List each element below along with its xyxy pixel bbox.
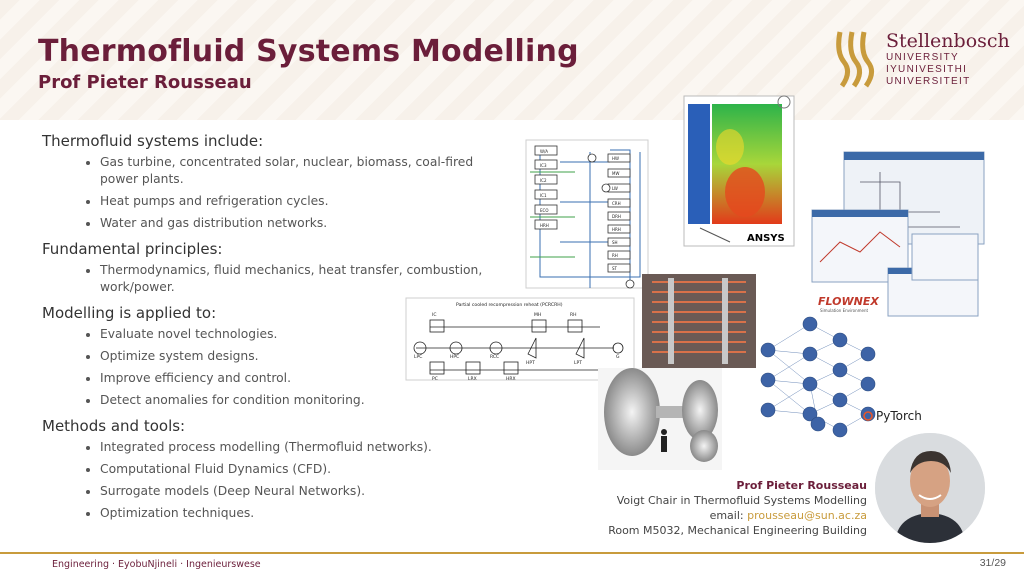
bullet-content: Thermofluid systems include: Gas turbine… [42, 128, 512, 530]
logo-line-1: UNIVERSITY [886, 52, 960, 63]
bullet-item: Evaluate novel technologies. [100, 326, 512, 343]
heat-exchanger-photo [642, 274, 756, 368]
logo-line-2: IYUNIVESITHI [886, 64, 968, 75]
illustration-collage: W/A IC3 IC2 IC1 ECO HRH HW MW LW CRH DRH… [405, 95, 985, 470]
flownex-logo-text: FLOWNEX [818, 295, 879, 308]
cycle-label: LRX [468, 376, 477, 382]
network-label: ECO [540, 208, 548, 213]
cycle-label: LPC [414, 354, 422, 360]
cfd-boiler-image: ANSYS [683, 95, 795, 247]
profile-photo [875, 433, 985, 543]
network-label: DRH [612, 214, 621, 219]
ansys-logo-text: ANSYS [747, 233, 785, 244]
flow-network-diagram: W/A IC3 IC2 IC1 ECO HRH HW MW LW CRH DRH… [525, 139, 649, 289]
contact-room: Room M5032, Mechanical Engineering Build… [608, 524, 867, 537]
cycle-label: IC [432, 312, 436, 318]
bullet-item: Thermodynamics, fluid mechanics, heat tr… [100, 262, 512, 296]
flownex-sub-text: Simulation Environment [820, 308, 869, 313]
network-label: SH [612, 240, 618, 245]
neural-network-diagram: PyTorch [760, 316, 922, 438]
cycle-label: PC [432, 376, 438, 382]
cycle-label: G [616, 354, 620, 360]
university-crest-icon [836, 31, 874, 88]
cycle-label: MH [534, 312, 541, 318]
network-label: ST [612, 266, 618, 271]
footer-text: Engineering · EyobuNjineli · Ingenieursw… [52, 559, 261, 570]
bullet-item: Heat pumps and refrigeration cycles. [100, 193, 512, 210]
contact-email-line: email: prousseau@sun.ac.za [608, 508, 867, 523]
cycle-label: RCC [490, 354, 499, 360]
contact-email-link[interactable]: prousseau@sun.ac.za [747, 509, 867, 522]
network-label: IC1 [540, 193, 547, 198]
network-label: RH [612, 253, 618, 258]
bullet-item: Gas turbine, concentrated solar, nuclear… [100, 154, 512, 188]
bullet-item: Integrated process modelling (Thermoflui… [100, 439, 512, 456]
page-number: 31/29 [979, 557, 1006, 569]
network-label: IC3 [540, 163, 547, 168]
slide-subtitle: Prof Pieter Rousseau [38, 72, 252, 93]
cycle-caption: Partial cooled recompression reheat (PCR… [456, 302, 563, 308]
turbine-rotor-image [598, 368, 722, 470]
bullet-item: Detect anomalies for condition monitorin… [100, 392, 512, 409]
person-avatar-icon [875, 433, 985, 543]
network-label: CRH [612, 201, 621, 206]
cycle-label: LPT [574, 360, 582, 366]
section-heading: Thermofluid systems include: [42, 132, 264, 150]
logo-line-3: UNIVERSITEIT [886, 76, 971, 87]
bullet-item: Computational Fluid Dynamics (CFD). [100, 461, 512, 478]
bullet-list: Evaluate novel technologies. Optimize sy… [42, 326, 512, 409]
network-label: LW [612, 186, 618, 191]
section-heading: Modelling is applied to: [42, 304, 217, 322]
slide-title: Thermofluid Systems Modelling [38, 34, 579, 69]
network-label: W/A [540, 149, 548, 154]
cycle-schematic: Partial cooled recompression reheat (PCR… [405, 297, 635, 382]
pytorch-flame-icon [863, 411, 873, 421]
network-label: HW [612, 156, 619, 161]
network-label: HRH [612, 227, 621, 232]
bullet-list: Integrated process modelling (Thermoflui… [42, 439, 512, 522]
cycle-label: HPC [450, 354, 459, 360]
pytorch-logo-text: PyTorch [876, 409, 922, 423]
bullet-item: Water and gas distribution networks. [100, 215, 512, 232]
cycle-label: HPT [526, 360, 535, 366]
footer-divider [0, 552, 1024, 554]
section-heading: Methods and tools: [42, 417, 186, 435]
bullet-list: Thermodynamics, fluid mechanics, heat tr… [42, 262, 512, 296]
section-heading: Fundamental principles: [42, 240, 223, 258]
cycle-label: RH [570, 312, 577, 318]
contact-email-label: email: [709, 509, 748, 522]
university-logo: Stellenbosch UNIVERSITY IYUNIVESITHI UNI… [834, 28, 1010, 92]
contact-name: Prof Pieter Rousseau [736, 479, 867, 492]
bullet-item: Optimization techniques. [100, 505, 512, 522]
logo-name: Stellenbosch [886, 30, 1010, 52]
flownex-screenshots: FLOWNEX Simulation Environment [811, 151, 985, 317]
bullet-item: Improve efficiency and control. [100, 370, 512, 387]
network-label: HRH [540, 223, 549, 228]
bullet-item: Optimize system designs. [100, 348, 512, 365]
bullet-item: Surrogate models (Deep Neural Networks). [100, 483, 512, 500]
bullet-list: Gas turbine, concentrated solar, nuclear… [42, 154, 512, 232]
cycle-label: HRX [506, 376, 516, 382]
contact-position: Voigt Chair in Thermofluid Systems Model… [616, 494, 867, 507]
network-label: MW [612, 171, 619, 176]
contact-block: Prof Pieter Rousseau Voigt Chair in Ther… [608, 478, 867, 538]
network-label: IC2 [540, 178, 547, 183]
